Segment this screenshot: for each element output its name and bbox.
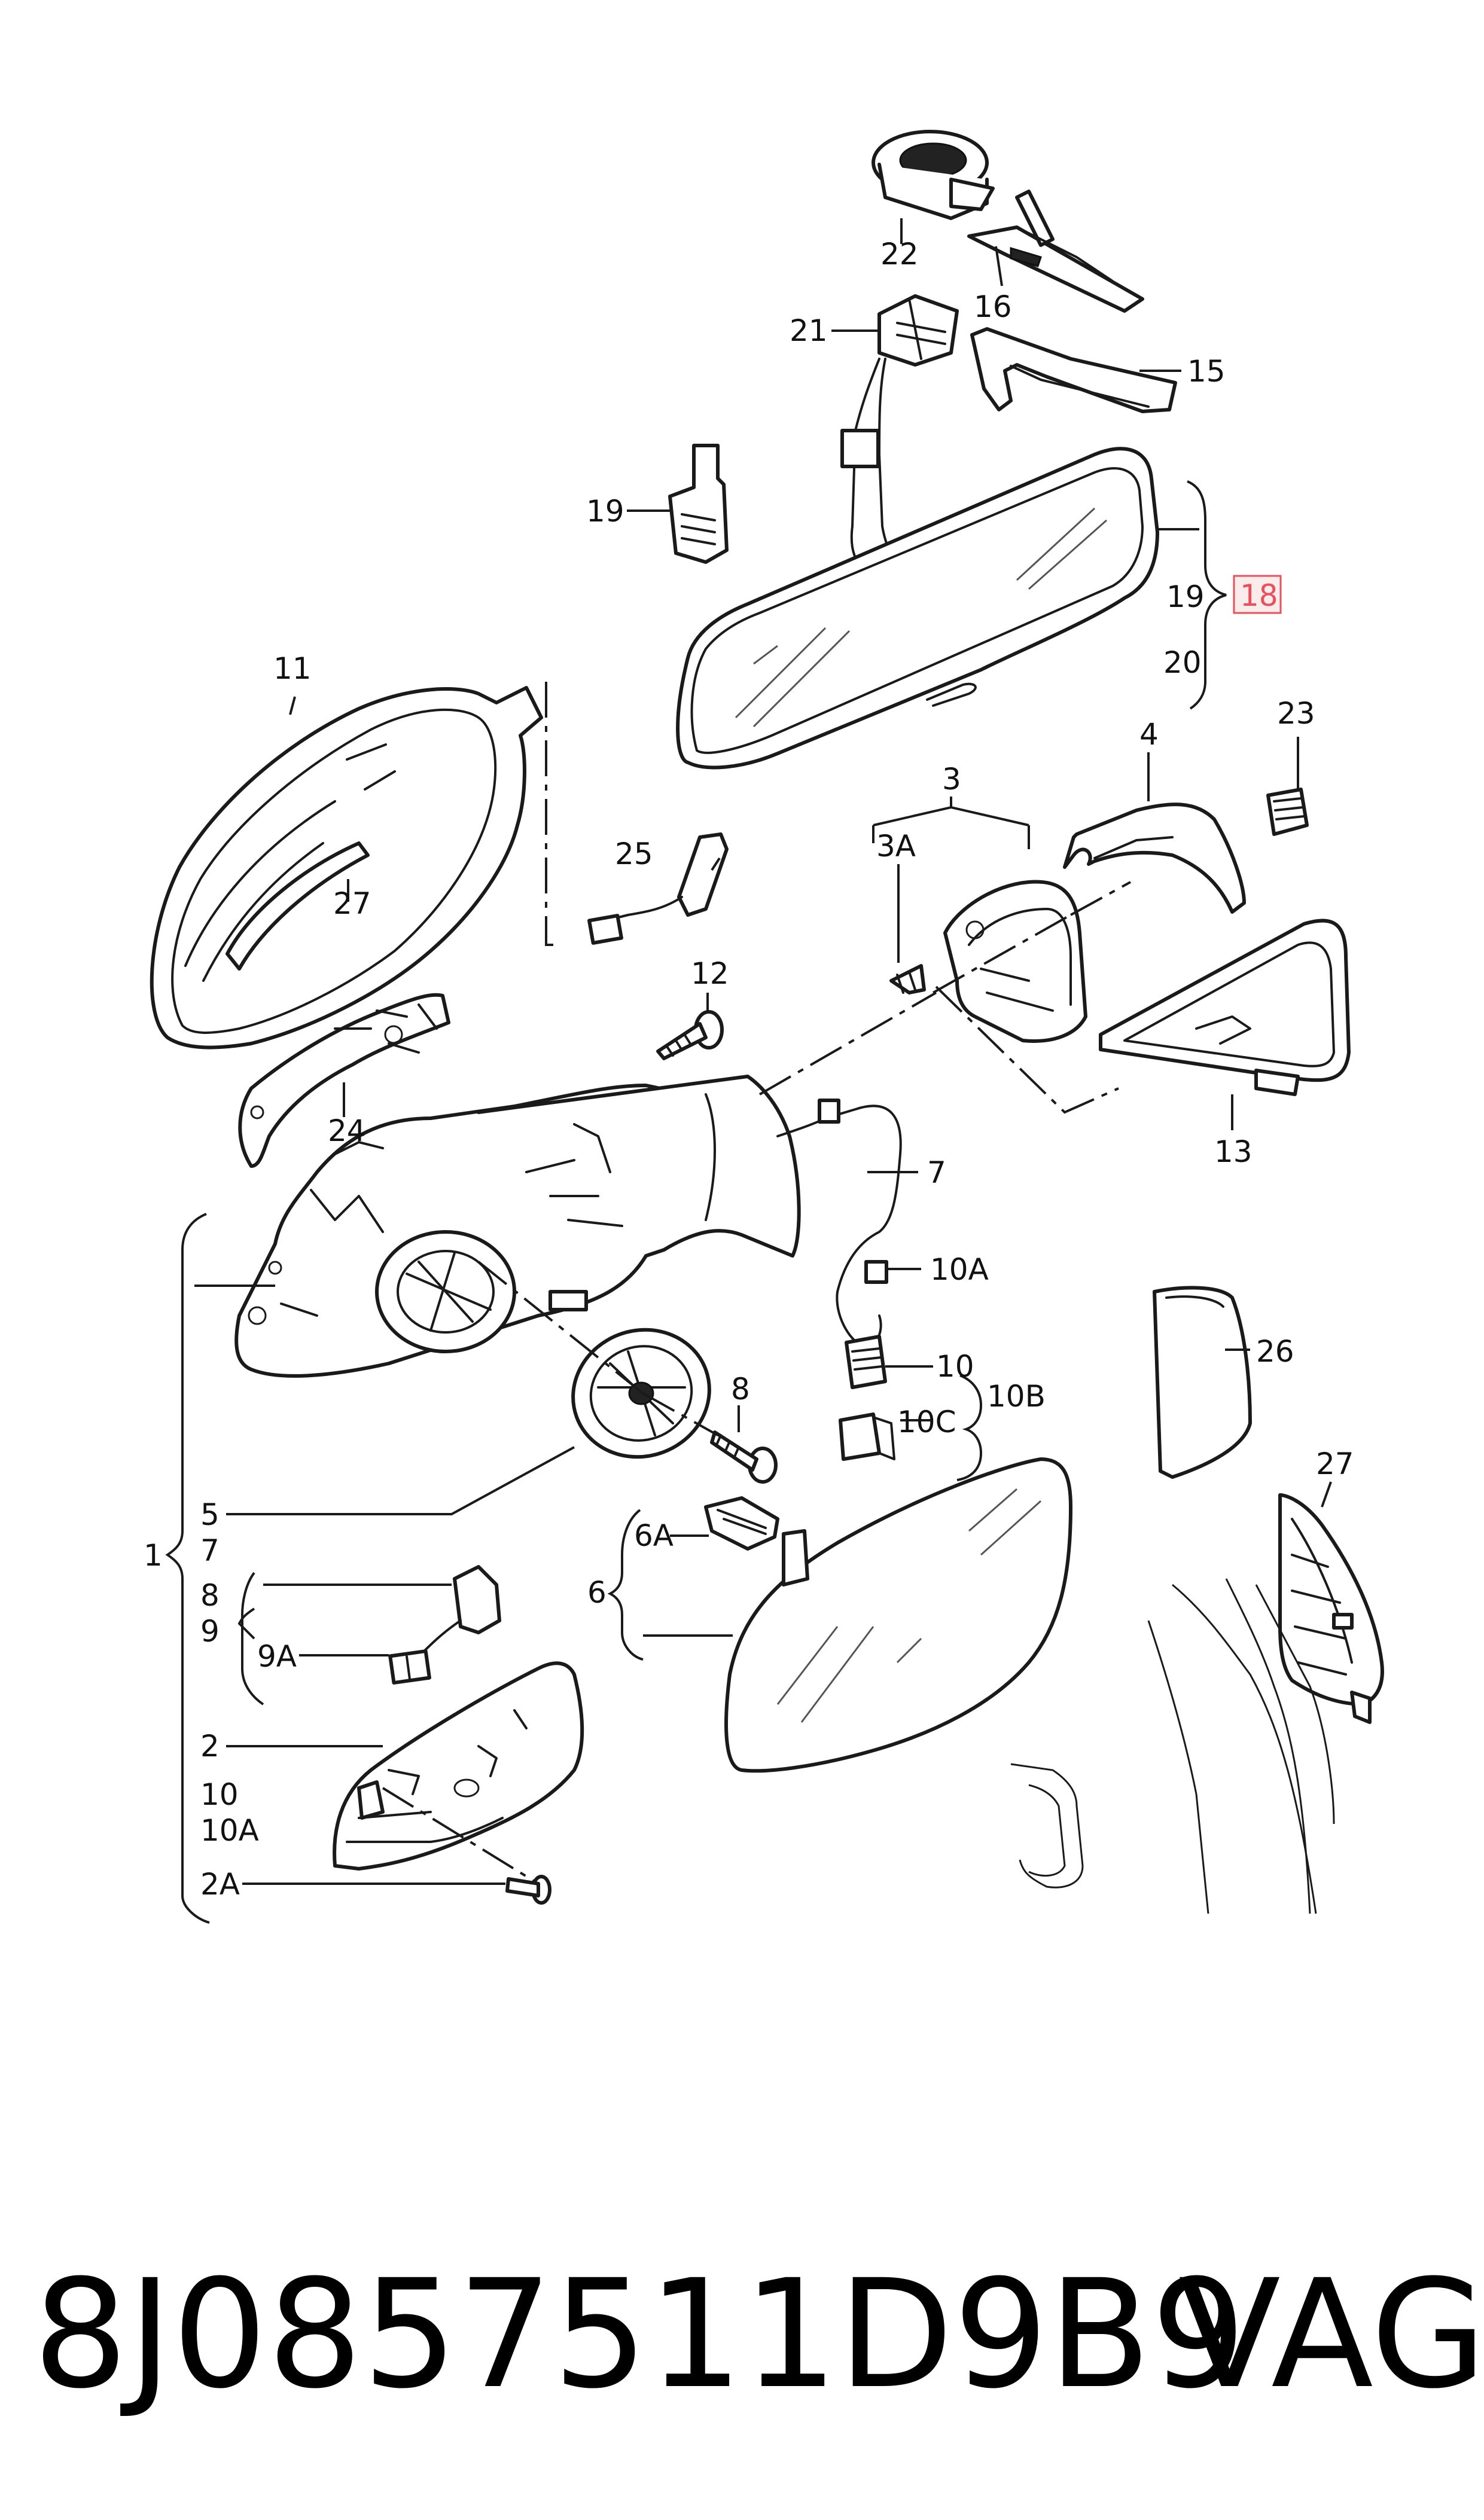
callout-25: 26: [1256, 1334, 1294, 1369]
callout-19: 19: [586, 494, 624, 529]
door-outline: [1010, 1578, 1335, 1914]
leader-lines: [165, 218, 1332, 1924]
part-8-screw: [710, 1430, 778, 1484]
callout-3a: 3A: [876, 829, 916, 864]
callout-18-highlight-box: [1233, 575, 1282, 614]
callout-22: 23: [1277, 696, 1315, 731]
callout-7-group: 7: [200, 1533, 220, 1568]
part-6a-connector: [704, 1496, 779, 1551]
part-10-connector: [845, 1335, 887, 1389]
part-10c-connector-housing: [839, 1412, 895, 1461]
part-9-lamp-holder: [418, 1565, 501, 1658]
part-20-wiring-connector: [840, 294, 959, 575]
callout-10-group: 10: [200, 1777, 239, 1812]
callout-9: 9: [200, 1614, 220, 1649]
part-number: 8J0857511D9B9: [33, 2247, 1246, 2421]
callout-10a: 10A: [930, 1252, 989, 1287]
part-27-trim-strip: [226, 841, 370, 971]
part-26-door-seal: [1278, 1493, 1384, 1724]
part-24-cable: [587, 832, 729, 945]
callout-20: 21: [790, 313, 828, 348]
callout-7: 7: [927, 1155, 946, 1190]
part-13-triangle-cover: [1099, 919, 1351, 1096]
group-18-bracket: [1157, 480, 1227, 710]
callout-4: 4: [1139, 717, 1159, 752]
part-6-mirror-glass: [724, 1457, 1072, 1773]
part-25-trim-panel: [1153, 1286, 1252, 1479]
alignment-lines: [382, 682, 1131, 1885]
part-12-screw: [656, 1010, 724, 1060]
callout-6: 6: [587, 1575, 607, 1610]
callout-13: 13: [1214, 1134, 1253, 1169]
part-19-connector: [668, 444, 729, 564]
part-15-foot-cover: [970, 327, 1177, 413]
part-16-cover-clip: [967, 190, 1144, 313]
callout-16: 16: [974, 289, 1012, 324]
brand-name: VAG: [1178, 2247, 1484, 2421]
callout-24: 25: [615, 837, 653, 871]
callout-10c: 10C: [897, 1405, 956, 1439]
part-18-interior-rear-view-mirror: [676, 447, 1159, 770]
callout-12: 12: [691, 956, 729, 991]
callout-2: 2: [200, 1729, 220, 1764]
part-4-cover: [1063, 803, 1246, 914]
callout-11: 11: [273, 651, 312, 686]
part-3-mirror-base: [943, 880, 1087, 1043]
callout-2a: 2A: [200, 1867, 240, 1902]
callout-8: 8: [731, 1372, 750, 1407]
part-9a-connector: [388, 1649, 431, 1685]
callout-18: 18: [1240, 578, 1278, 613]
part-2-lower-cover: [333, 1661, 584, 1871]
callout-15: 15: [1187, 354, 1226, 389]
callout-1: 1: [144, 1538, 163, 1573]
callout-10: 10: [936, 1349, 974, 1384]
callout-3: 3: [942, 762, 961, 797]
callout-21: 22: [880, 237, 919, 271]
part-2a-screw: [505, 1875, 551, 1905]
part-3a-clip: [889, 964, 926, 994]
callout-18-member-20: 20: [1163, 645, 1202, 680]
callout-10b: 10B: [987, 1379, 1046, 1414]
part-22-connector: [1266, 788, 1309, 836]
callout-23: 24: [328, 1113, 366, 1148]
part-23-turn-signal-module: [238, 993, 450, 1168]
part-21-rain-sensor: [871, 130, 995, 220]
callout-6a: 6A: [634, 1518, 674, 1553]
callout-26: 27: [1316, 1447, 1354, 1481]
callout-10a-group: 10A: [200, 1813, 259, 1848]
callout-5: 5: [200, 1497, 220, 1532]
callout-27: 27: [333, 886, 371, 921]
callout-18-member-19: 19: [1166, 579, 1205, 614]
callout-labels: 22 16 15 21 19 18 19 20 11 23 4 3 3A 25 …: [144, 237, 1354, 1902]
part-1-mirror-assembly: [234, 1075, 801, 1378]
callout-9a: 9A: [257, 1639, 297, 1674]
callout-8-group: 8: [200, 1578, 220, 1613]
